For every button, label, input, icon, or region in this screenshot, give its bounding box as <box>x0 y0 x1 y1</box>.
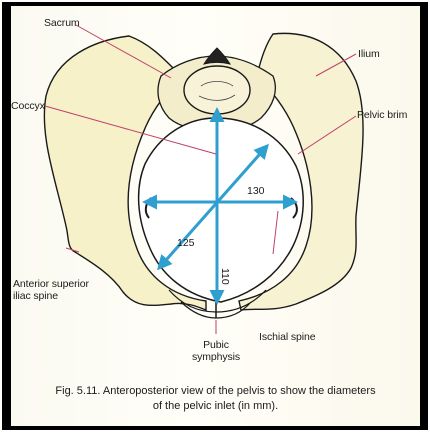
figure-paper: 130 125 110 Sacrum Ilium Coccyx Pelvic b… <box>11 6 420 426</box>
figure-caption: Fig. 5.11. Anteroposterior view of the p… <box>11 384 420 414</box>
caption-line-2: of the pelvic inlet (in mm). <box>11 399 420 414</box>
sacral-body <box>184 66 250 114</box>
ischial-spine-label: Ischial spine <box>259 331 315 343</box>
oblique-value: 125 <box>177 237 195 249</box>
caption-line-1: Fig. 5.11. Anteroposterior view of the p… <box>11 384 420 399</box>
pelvis-diagram: 130 125 110 <box>11 6 420 426</box>
anteroposterior-value: 110 <box>219 268 231 285</box>
pubic-symphysis-label: Pubic symphysis <box>185 339 247 363</box>
transverse-value: 130 <box>247 185 265 197</box>
pelvic-brim-label: Pelvic brim <box>357 109 407 121</box>
sacrum-label: Sacrum <box>44 17 80 29</box>
ilium-label: Ilium <box>358 48 380 60</box>
asis-label: Anterior superior iliac spine <box>13 278 89 302</box>
coccyx-label: Coccyx <box>11 100 45 112</box>
